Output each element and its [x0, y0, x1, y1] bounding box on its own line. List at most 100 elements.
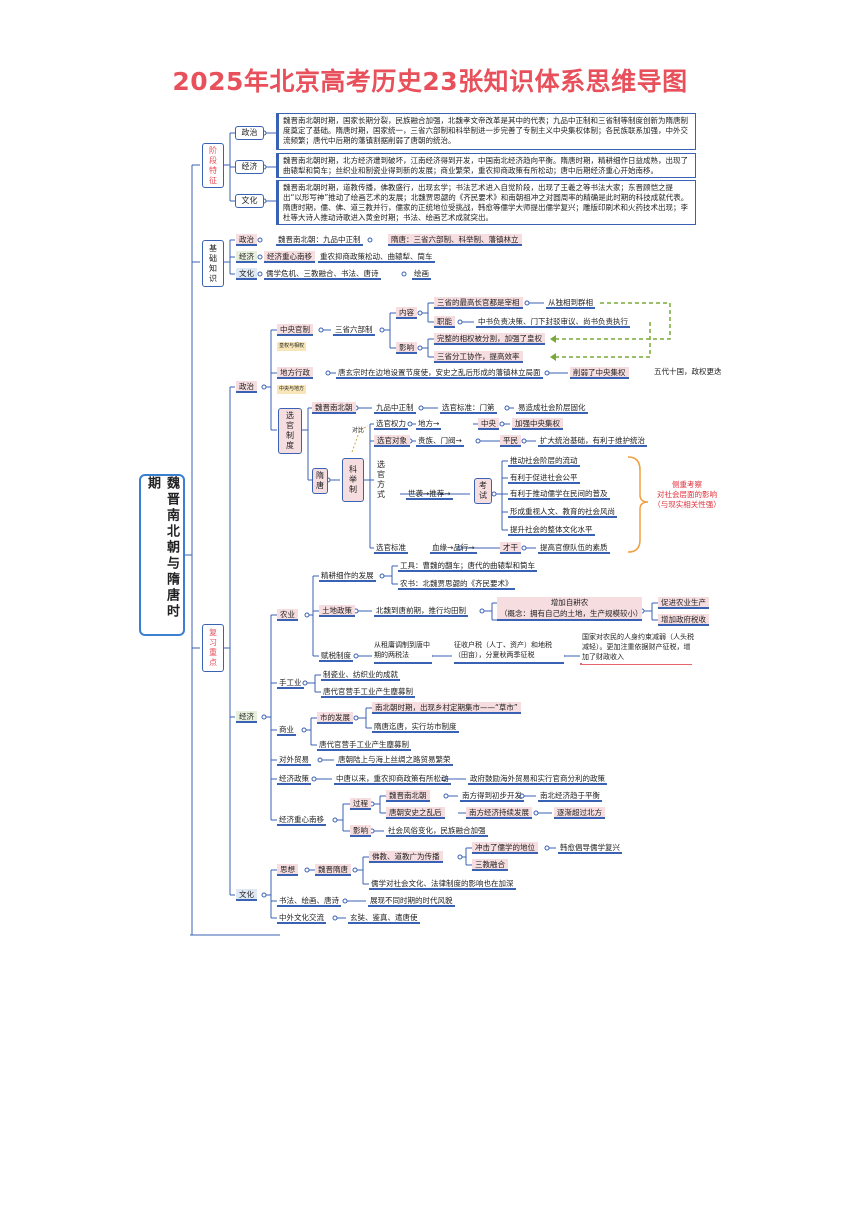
arts-text: 展现不同时期的时代风貌 — [368, 896, 455, 907]
review-politics-label: 政治 — [236, 381, 257, 393]
influence-label: 影响 — [396, 342, 417, 354]
process-label: 过程 — [350, 798, 371, 810]
handicraft-item-2: 唐代官营手工业产生塵募制 — [321, 687, 415, 698]
thought-label: 思想 — [277, 864, 298, 876]
shift-influence-text: 社会风俗变化，民族融合加强 — [386, 826, 488, 837]
market-item-1: 南北朝时期，出现乡村定期集市——“草市” — [372, 702, 521, 714]
method-item-2: 考试 — [474, 478, 492, 504]
farming-item-1: 工具：曹魏的翻车；唐代的曲辕犁和筒车 — [398, 561, 537, 572]
local-item-3: 五代十国，政权更迭 — [654, 367, 722, 376]
method-item-1: 世袭→推荐→ — [406, 489, 453, 500]
stage-politics-text: 魏晋南北朝时期，国家长期分裂，民族融合加强，北魏孝文帝改革是其中的代表；九品中正… — [276, 113, 696, 150]
land-item-5: 增加政府税收 — [658, 614, 709, 626]
exam-effect-3: 有利于推动儒学在民间的普及 — [508, 489, 610, 500]
target-item-1: 贵族、门阀→ — [416, 436, 464, 447]
exam-effect-2: 有利于促进社会公平 — [508, 473, 580, 484]
policy-item-2: 政府鼓励海外贸易和实行官商分利的政策 — [468, 774, 607, 785]
three-provinces-label: 三省六部制 — [333, 325, 375, 336]
land-policy-label: 土地政策 — [319, 605, 355, 617]
local-admin-label: 地方行政 — [277, 367, 313, 379]
local-item-2: 削弱了中央集权 — [570, 367, 629, 379]
power-item-2: 中央 — [478, 418, 499, 430]
power-item-3: 加强中央集权 — [512, 418, 563, 430]
trade-label: 对外贸易 — [277, 755, 311, 766]
exchange-label: 中外文化交流 — [277, 913, 326, 924]
thought-item-1: 佛教、道教广为传播 — [369, 851, 443, 863]
thought-item-2: 冲击了儒学的地位 — [472, 842, 538, 854]
local-item-1: 唐玄宗时在边地设置节度使，安史之乱后形成的藩镇林立局面 — [336, 368, 543, 379]
commerce-extra: 唐代官营手工业产生塵募制 — [317, 740, 411, 751]
review-culture-label: 文化 — [236, 889, 257, 901]
exam-effect-5: 提升社会的整体文化水平 — [508, 525, 595, 536]
land-item-1: 北魏到唐前期，推行均田制 — [374, 606, 468, 617]
category-basic-knowledge: 基础知识 — [202, 240, 224, 287]
basic-economy-item-2: 重农抑商政策松动、曲辕犁、筒车 — [318, 252, 435, 263]
root-topic: 魏晋南北朝与隋唐时期 — [139, 474, 185, 636]
page-title: 2025年北京高考历史23张知识体系思维导图 — [172, 67, 688, 96]
method-label: 选官方式 — [374, 458, 388, 502]
central-gov-note: 皇权与相权 — [277, 342, 307, 351]
selection-system-label: 选官制度 — [278, 408, 302, 454]
power-item-1: 地方→ — [416, 419, 442, 430]
handicraft-item-1: 制瓷业、纺织业的成就 — [321, 670, 400, 681]
arts-label: 书法、绘画、唐诗 — [277, 896, 341, 907]
process-row2-c: 逐渐超过北方 — [554, 807, 605, 819]
tax-label: 赋税制度 — [319, 651, 353, 662]
basic-culture-item-1: 儒学危机、三教融合、书法、唐诗 — [264, 269, 381, 280]
wjnbc-label: 魏晋南北朝 — [312, 402, 356, 414]
land-item-4: 促进农业生产 — [658, 597, 709, 609]
tax-item-3: 国家对农民的人身约束减弱（人头税减轻）。更加注重依据财产征税，增加了财政收入 — [582, 632, 694, 664]
content-label: 内容 — [396, 307, 417, 319]
wjnbc-item-1: 九品中正制 — [374, 403, 416, 414]
basic-politics-item-2: 隋唐：三省六部制、科举制、藩镇林立 — [388, 234, 522, 246]
standard-item-3: 提高官僚队伍的素质 — [538, 543, 610, 554]
agriculture-label: 农业 — [277, 609, 298, 621]
process-row1-a: 魏晋南北朝 — [386, 790, 430, 802]
exam-note-line-1: 侧重考察 — [672, 480, 702, 489]
land-item-2: 增加自耕农 （概念：拥有自己的土地，生产规模较小） — [497, 597, 643, 621]
basic-culture-item-2: 绘画 — [412, 269, 431, 280]
stage-economy-label: 经济 — [235, 160, 264, 174]
stage-culture-text: 魏晋南北朝时期，道教传播，佛教盛行，出现玄学；书法艺术进入自觉阶段，出现了王羲之… — [276, 180, 696, 225]
stage-politics-label: 政治 — [235, 126, 264, 140]
stage-economy-text: 魏晋南北朝时期，北方经济遭到破坏，江南经济得到开发，中国南北经济趋向平衡。隋唐时… — [276, 153, 696, 178]
exchange-text: 玄奘、鉴真、遣唐使 — [348, 913, 420, 924]
content-item-2: 从独相到群相 — [546, 298, 595, 309]
policy-label: 经济政策 — [277, 774, 311, 785]
trade-text: 唐朝陆上与海上丝绸之路贸易繁荣 — [336, 755, 453, 766]
basic-culture-label: 文化 — [236, 268, 257, 280]
thought-item-5: 儒学对社会文化、法律制度的影响也在加深 — [369, 879, 516, 890]
farming-item-2: 农书：北魏贾思勰的《齐民要术》 — [398, 579, 515, 590]
policy-item-1: 中唐以来，重农抑商政策有所松动 — [334, 774, 451, 785]
exam-note-line-2: 对社会层面的影响 — [657, 490, 717, 499]
content-item-3: 职能 — [434, 316, 455, 328]
influence-item-1: 完整的相权被分割，加强了皇权 — [434, 333, 545, 345]
content-item-4: 中书负责决策、门下封驳审议、尚书负责执行 — [476, 317, 630, 328]
wjnbc-item-2: 选官标准：门第 — [440, 403, 497, 414]
tax-item-2: 征收户税（人丁、资产）和地税（田亩），分夏秋两季征税 — [454, 640, 564, 664]
stage-culture-label: 文化 — [235, 194, 264, 208]
standard-label: 选官标准 — [374, 543, 408, 554]
central-gov-label: 中央官制 — [277, 324, 313, 336]
exam-effect-1: 推动社会阶层的流动 — [508, 456, 580, 467]
standard-item-1: 血缘→品行→ — [430, 543, 477, 554]
shift-influence-label: 影响 — [350, 825, 371, 837]
exam-note: 侧重考察 对社会层面的影响 （与现实相关性强） — [650, 480, 724, 510]
exam-note-line-3: （与现实相关性强） — [653, 500, 721, 509]
land-item-3-text: （概念：拥有自己的土地，生产规模较小） — [500, 609, 643, 618]
exam-effect-4: 形成重视人文、教育的社会风尚 — [508, 507, 617, 518]
contrast-label: 对比 — [352, 427, 365, 434]
commerce-label: 商业 — [277, 725, 296, 736]
target-item-3: 扩大统治基础，有利于维护统治 — [538, 436, 647, 447]
process-row1-c: 南北经济趋于平衡 — [538, 791, 602, 802]
market-item-2: 隋唐迄唐，实行坊市制度 — [372, 722, 459, 733]
farming-label: 精耕细作的发展 — [319, 571, 376, 582]
shift-label: 经济重心南移 — [277, 815, 326, 826]
process-row2-a: 唐朝安史之乱后 — [386, 807, 445, 819]
basic-economy-label: 经济 — [236, 251, 257, 263]
process-row2-b: 南方经济持续发展 — [466, 807, 532, 819]
suitang-label: 隋唐 — [312, 468, 328, 494]
basic-politics-label: 政治 — [236, 234, 257, 246]
keju-label: 科举制 — [342, 458, 364, 502]
